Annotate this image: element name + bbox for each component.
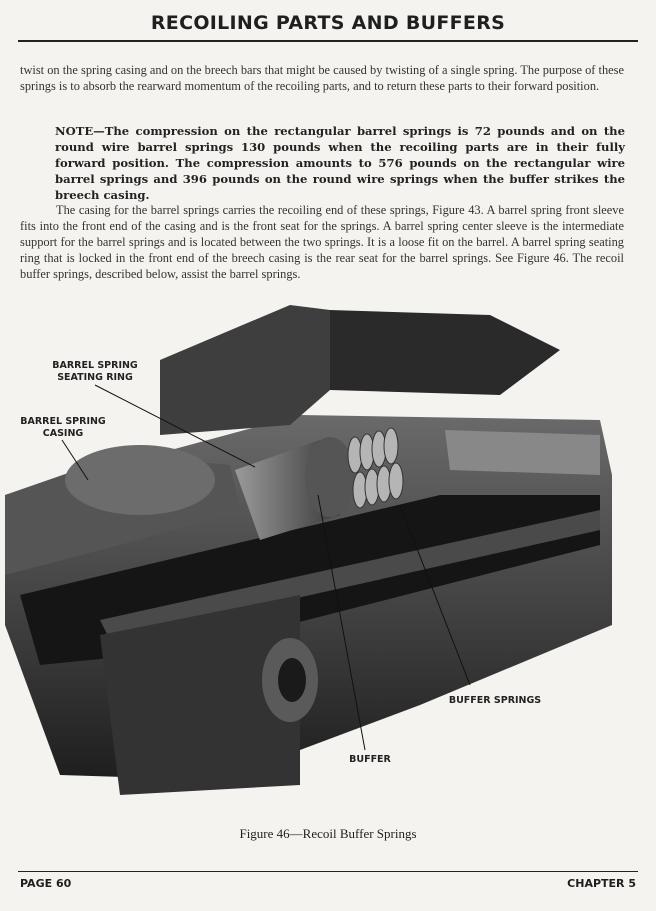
paragraph-casing: The casing for the barrel springs carrie… (20, 203, 624, 281)
label-seating-ring: BARREL SPRING SEATING RING (52, 360, 138, 383)
paragraph-intro: twist on the spring casing and on the br… (20, 63, 624, 93)
chapter-label: CHAPTER 5 (567, 877, 636, 890)
label-buffer: BUFFER (349, 754, 391, 765)
note-paragraph: NOTE—The compression on the rectangular … (55, 124, 625, 202)
label-spring-casing: BARREL SPRING CASING (20, 416, 106, 439)
label-buffer-springs: BUFFER SPRINGS (448, 695, 542, 706)
footer-rule (18, 871, 638, 872)
page-title: RECOILING PARTS AND BUFFERS (150, 12, 506, 34)
recoil-buffer-illustration (5, 305, 612, 795)
page-number: PAGE 60 (20, 877, 72, 890)
figure-caption: Figure 46—Recoil Buffer Springs (239, 826, 417, 841)
header-rule (18, 40, 638, 42)
